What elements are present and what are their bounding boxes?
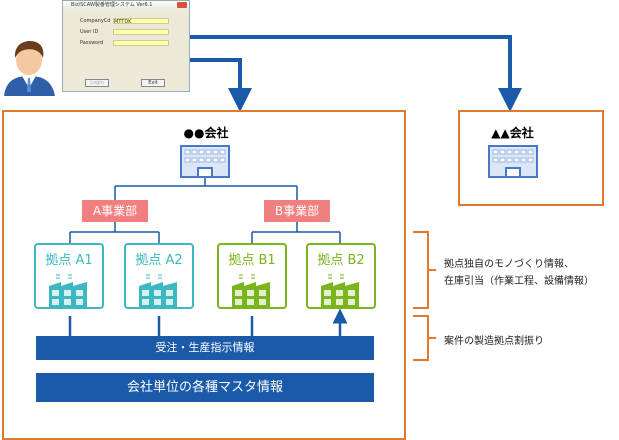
window-title: Biz/SCAW製番管理システム Ver6.1 — [71, 2, 153, 8]
allocation-note: 案件の製造拠点割振り — [444, 336, 544, 347]
login-window: Biz/SCAW製番管理システム Ver6.1 CompanyCd MTTDK … — [62, 0, 190, 92]
connector-lines — [68, 35, 522, 361]
site-b2: 拠点 B2 — [306, 243, 376, 309]
site-label: 拠点 B2 — [317, 253, 365, 268]
company-select[interactable]: MTTDK — [113, 18, 169, 25]
site-label: 拠点 A1 — [45, 253, 93, 268]
site-a2: 拠点 A2 — [124, 243, 194, 309]
password-input[interactable] — [113, 40, 169, 46]
company-other-frame — [458, 110, 604, 206]
factory-icon — [126, 274, 192, 314]
site-a1: 拠点 A1 — [34, 243, 104, 309]
password-label: Password — [80, 40, 104, 46]
site-info-note-2: 在庫引当（作業工程、設備情報） — [444, 276, 594, 287]
master-info-bar: 会社単位の各種マスタ情報 — [36, 373, 374, 402]
building-icon — [180, 145, 230, 178]
order-info-bar: 受注・生産指示情報 — [36, 336, 374, 360]
company-label: CompanyCd — [80, 18, 111, 24]
company-value: MTTDK — [114, 19, 132, 25]
login-button[interactable]: Login — [85, 79, 109, 87]
site-label: 拠点 A2 — [135, 253, 183, 268]
exit-button[interactable]: Exit — [141, 79, 165, 87]
building-icon — [488, 145, 538, 178]
company-other-name: ▲▲会社 — [491, 126, 534, 140]
factory-icon — [219, 274, 285, 314]
site-b1: 拠点 B1 — [217, 243, 287, 309]
division-b: B事業部 — [264, 200, 330, 222]
division-a: A事業部 — [82, 200, 148, 222]
site-label: 拠点 B1 — [228, 253, 276, 268]
userid-input[interactable] — [113, 29, 169, 35]
close-button[interactable] — [177, 2, 187, 8]
userid-label: User ID — [80, 29, 99, 35]
site-info-note-1: 拠点独自のモノづくり情報、 — [444, 259, 574, 270]
factory-icon — [36, 274, 102, 314]
user-avatar — [4, 41, 55, 96]
company-main-name: ●●会社 — [183, 126, 229, 140]
factory-icon — [308, 274, 374, 314]
